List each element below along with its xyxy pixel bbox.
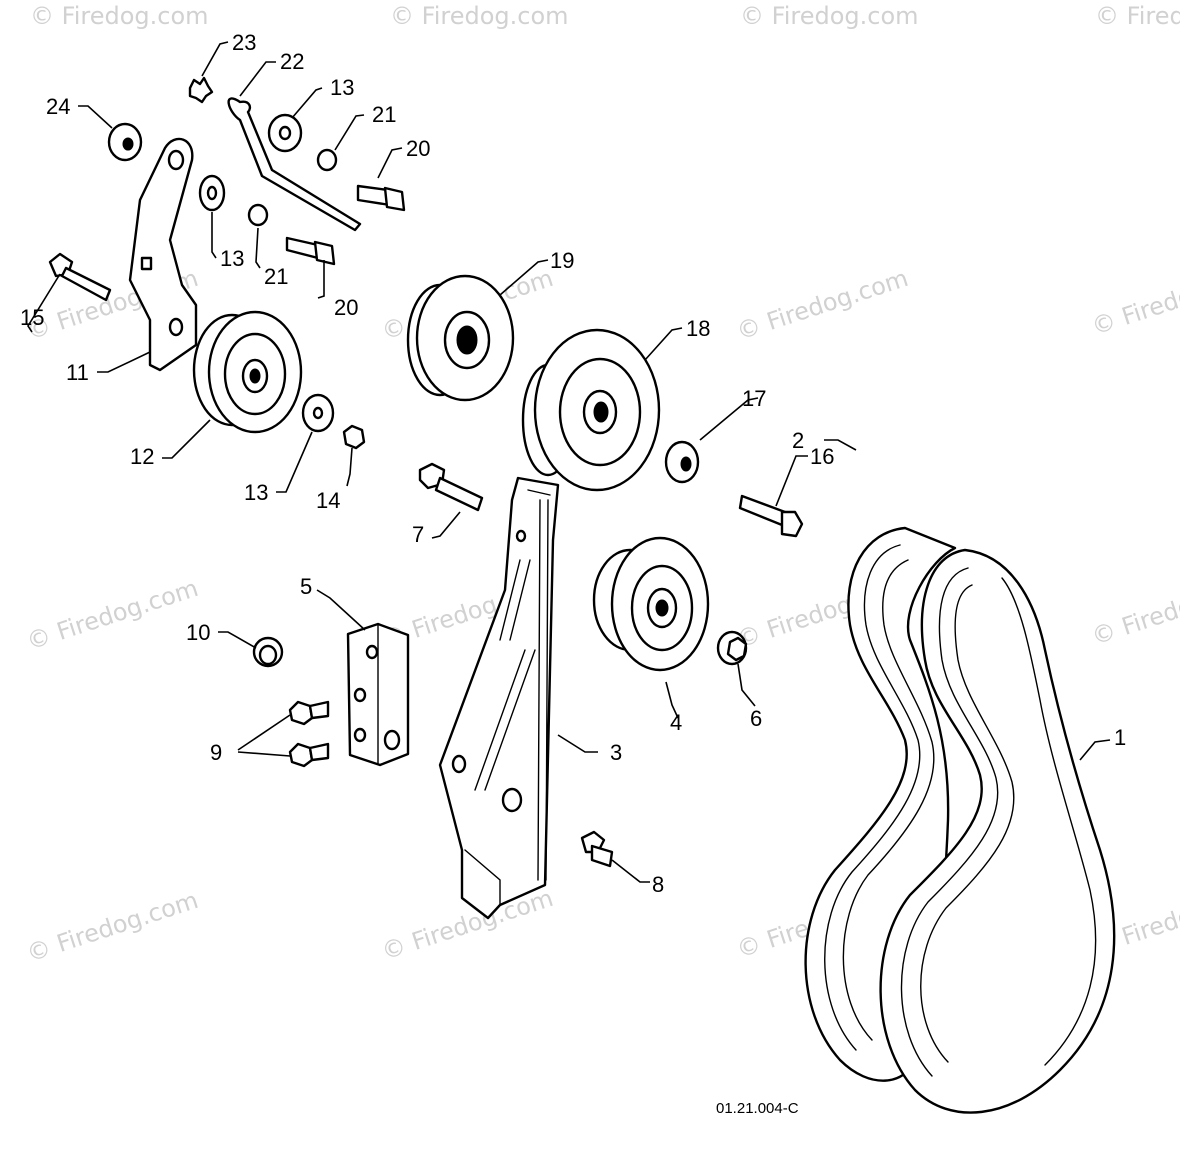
callout-4: 4 (670, 710, 682, 735)
watermark: © Firedog.com (740, 2, 919, 30)
watermark: © Firedog.com (23, 886, 201, 968)
pulley-12 (192, 310, 303, 434)
drawing-reference: 01.21.004-C (716, 1100, 799, 1117)
callout-13-bottom: 13 (244, 480, 268, 505)
callout-19: 19 (550, 248, 574, 273)
callout-7: 7 (412, 522, 424, 547)
bracket-11 (128, 137, 198, 372)
pulley-19 (406, 274, 515, 402)
callout-20-top: 20 (406, 136, 430, 161)
callout-11: 11 (66, 360, 89, 385)
callout-17: 17 (742, 386, 766, 411)
callout-14: 14 (316, 488, 340, 513)
callout-22: 22 (280, 49, 304, 74)
callout-13-left: 13 (220, 246, 244, 271)
watermark: © Firedog.com (1088, 259, 1180, 341)
callout-9: 9 (210, 740, 222, 765)
belt-1 (879, 548, 1116, 1114)
block-5 (346, 622, 410, 767)
callout-15: 15 (20, 305, 44, 330)
watermark: © Firedog.com (390, 2, 569, 30)
watermark: © Firedog.com (733, 264, 911, 346)
idler-arm (438, 476, 560, 920)
hardware (48, 76, 804, 868)
callout-2: 2 (792, 428, 804, 453)
pulley-4 (592, 536, 710, 672)
callout-10: 10 (186, 620, 210, 645)
callout-23: 23 (232, 30, 256, 55)
callout-12: 12 (130, 444, 154, 469)
callout-20-bottom: 20 (334, 295, 358, 320)
callout-6: 6 (750, 706, 762, 731)
callout-3: 3 (610, 740, 622, 765)
watermark: © Firedog.com (23, 574, 201, 656)
watermark: © Firedog.com (30, 2, 209, 30)
callout-21-bottom: 21 (264, 264, 288, 289)
watermark: © Firedog.com (1095, 2, 1180, 30)
callout-5: 5 (300, 574, 312, 599)
watermark: © Firedog.com (1088, 569, 1180, 651)
callout-18: 18 (686, 316, 710, 341)
callout-13-top: 13 (330, 75, 354, 100)
callout-8: 8 (652, 872, 664, 897)
callout-21-top: 21 (372, 102, 396, 127)
callout-24: 24 (46, 94, 70, 119)
leader-lines (27, 41, 1111, 883)
callout-16: 16 (810, 444, 834, 469)
rod-22 (227, 97, 362, 232)
callout-1: 1 (1114, 725, 1126, 750)
callout-labels: 1 2 3 4 5 6 7 8 9 10 11 12 13 13 13 14 1… (20, 30, 1126, 897)
pulley-18 (521, 328, 661, 492)
